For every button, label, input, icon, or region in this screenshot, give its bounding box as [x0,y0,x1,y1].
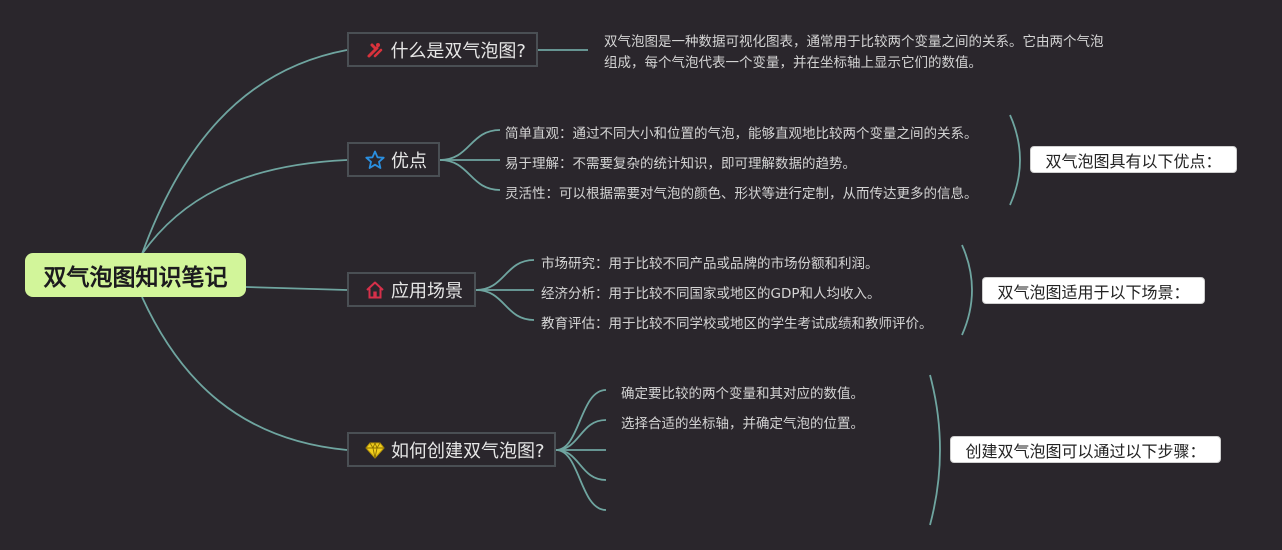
topic-what-is[interactable]: 什么是双气泡图? [347,32,538,67]
summary-advantages[interactable]: 双气泡图具有以下优点： [1030,146,1237,173]
topic-scenarios[interactable]: 应用场景 [347,272,476,307]
topic-label: 应用场景 [391,280,463,302]
list-item: 市场研究：用于比较不同产品或品牌的市场份额和利润。 [541,256,879,272]
topic-label: 如何创建双气泡图? [391,440,545,462]
summary-steps[interactable]: 创建双气泡图可以通过以下步骤： [950,436,1221,463]
list-item: 选择合适的坐标轴，并确定气泡的位置。 [621,416,864,432]
topic-description: 双气泡图是一种数据可视化图表，通常用于比较两个变量之间的关系。它由两个气泡组成，… [604,34,1104,71]
list-item: 易于理解：不需要复杂的统计知识，即可理解数据的趋势。 [505,156,856,172]
list-item: 确定要比较的两个变量和其对应的数值。 [621,386,864,402]
home-icon [365,280,385,300]
list-item: 教育评估：用于比较不同学校或地区的学生考试成绩和教师评价。 [541,316,933,332]
root-topic[interactable]: 双气泡图知识笔记 [25,253,246,297]
summary-scenarios[interactable]: 双气泡图适用于以下场景： [982,277,1205,304]
topic-label: 优点 [391,150,427,172]
list-item: 灵活性：可以根据需要对气泡的颜色、形状等进行定制，从而传达更多的信息。 [505,186,978,202]
tools-icon [365,40,384,60]
topic-advantages[interactable]: 优点 [347,142,440,177]
star-icon [365,150,385,170]
list-item: 经济分析：用于比较不同国家或地区的GDP和人均收入。 [541,286,881,302]
diamond-icon [365,440,385,460]
topic-how-to-create[interactable]: 如何创建双气泡图? [347,432,556,467]
list-item: 简单直观：通过不同大小和位置的气泡，能够直观地比较两个变量之间的关系。 [505,126,978,142]
topic-label: 什么是双气泡图? [390,40,526,62]
